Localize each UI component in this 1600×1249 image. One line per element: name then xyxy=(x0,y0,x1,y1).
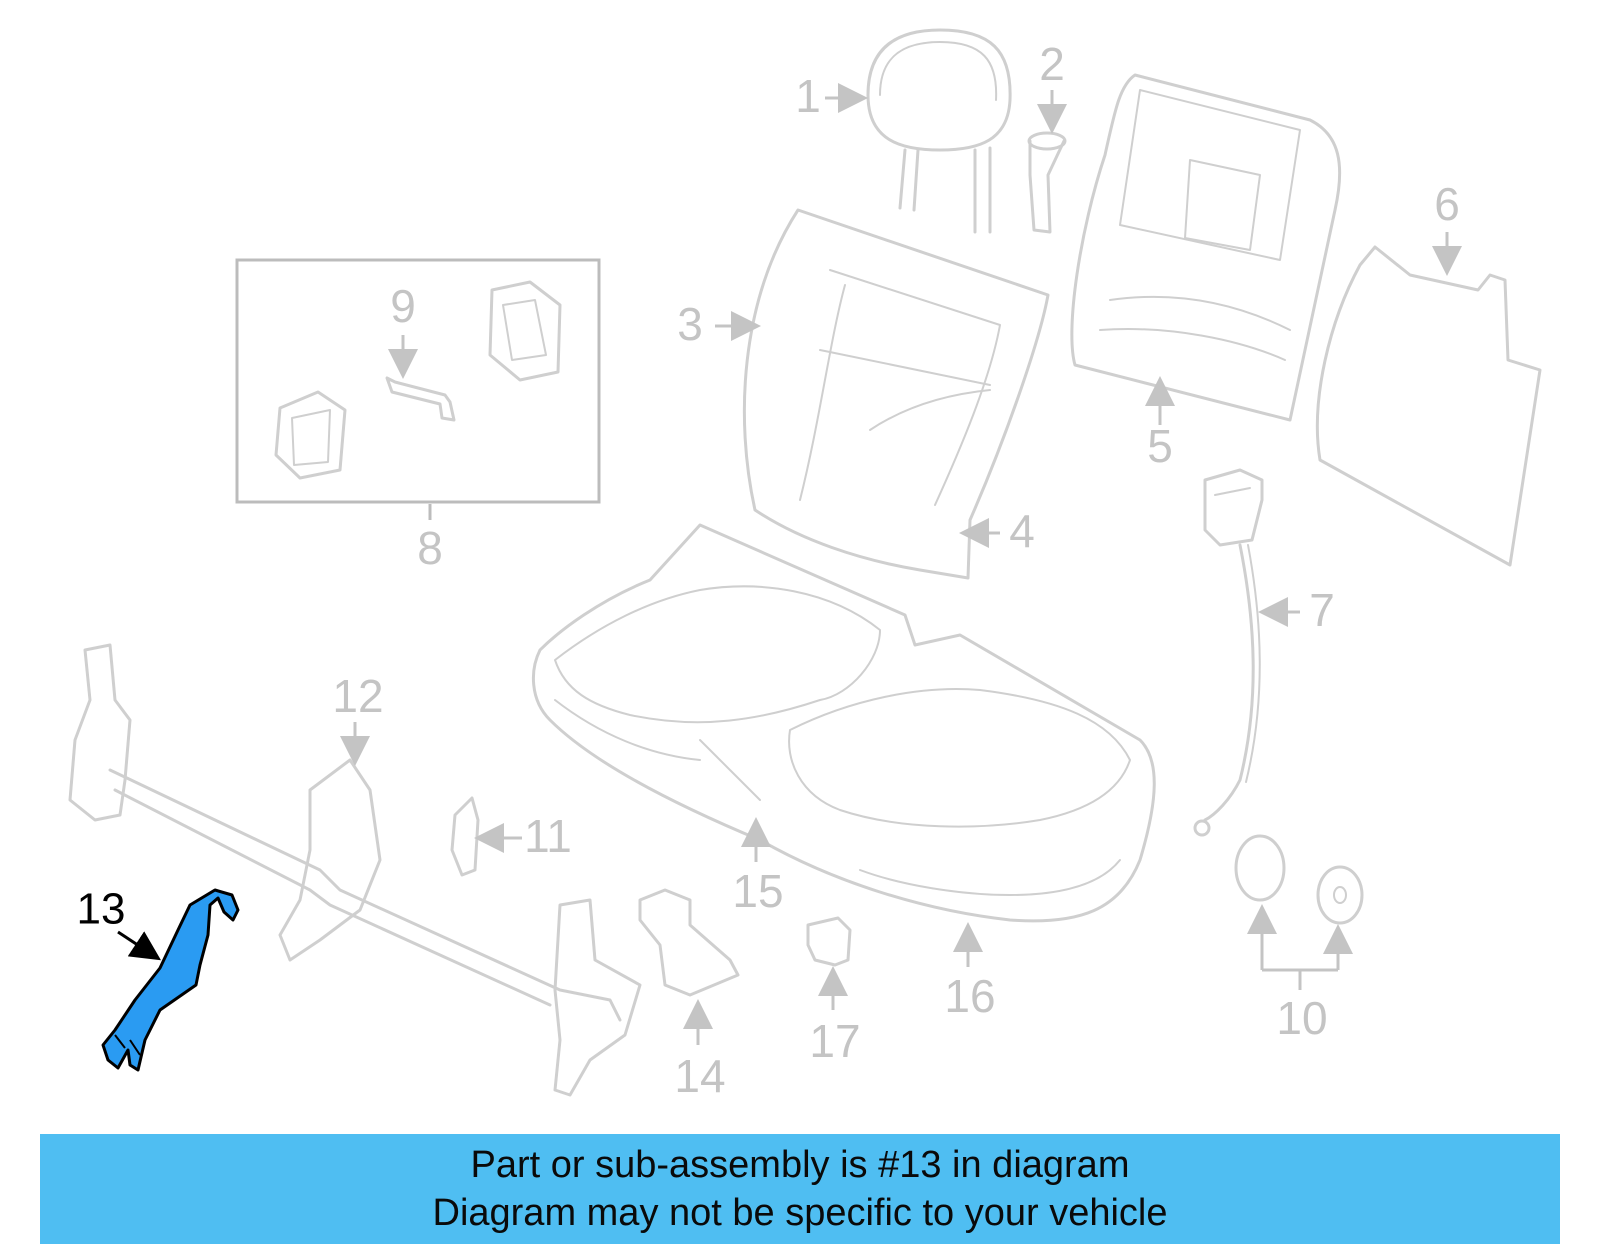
release-cable-part[interactable] xyxy=(1193,468,1264,837)
callout-14: 14 xyxy=(674,1050,725,1102)
banner-line-1: Part or sub-assembly is #13 in diagram xyxy=(470,1144,1130,1186)
hinge-kit-box[interactable] xyxy=(235,258,601,504)
callout-17: 17 xyxy=(809,1015,860,1067)
callout-11: 11 xyxy=(524,810,572,862)
trim-cover-part[interactable] xyxy=(638,888,740,997)
callout-8: 8 xyxy=(417,522,443,574)
callout-12: 12 xyxy=(332,670,383,722)
info-banner: Part or sub-assembly is #13 in diagram D… xyxy=(40,1134,1560,1244)
callout-15: 15 xyxy=(732,865,783,917)
back-panel-part[interactable] xyxy=(1315,245,1542,567)
plug-caps-part[interactable] xyxy=(1234,834,1364,925)
callout-16: 16 xyxy=(944,970,995,1022)
callout-5: 5 xyxy=(1147,420,1173,472)
clip-part[interactable] xyxy=(450,796,480,877)
callout-4: 4 xyxy=(1009,505,1035,557)
headrest-part[interactable] xyxy=(866,28,1012,234)
callout-1: 1 xyxy=(795,70,821,122)
seat-back-cover-part[interactable] xyxy=(742,208,1050,580)
bracket-13-part[interactable] xyxy=(101,888,240,1072)
headrest-guide-part[interactable] xyxy=(1027,131,1067,234)
latch-part[interactable] xyxy=(806,916,852,967)
callout-13: 13 xyxy=(77,885,126,934)
seat-parts-diagram: 1 2 3 4 5 6 7 xyxy=(68,28,1542,1102)
callout-2: 2 xyxy=(1039,38,1065,90)
callout-9: 9 xyxy=(390,280,416,332)
callout-3: 3 xyxy=(677,298,703,350)
callout-7: 7 xyxy=(1309,584,1335,636)
seat-cushion-part[interactable] xyxy=(531,523,1156,923)
seat-frame-part[interactable] xyxy=(68,643,642,1097)
seat-back-pad-part[interactable] xyxy=(1070,73,1342,422)
callout-10: 10 xyxy=(1276,992,1327,1044)
banner-line-2: Diagram may not be specific to your vehi… xyxy=(432,1192,1168,1234)
callout-6: 6 xyxy=(1434,178,1460,230)
